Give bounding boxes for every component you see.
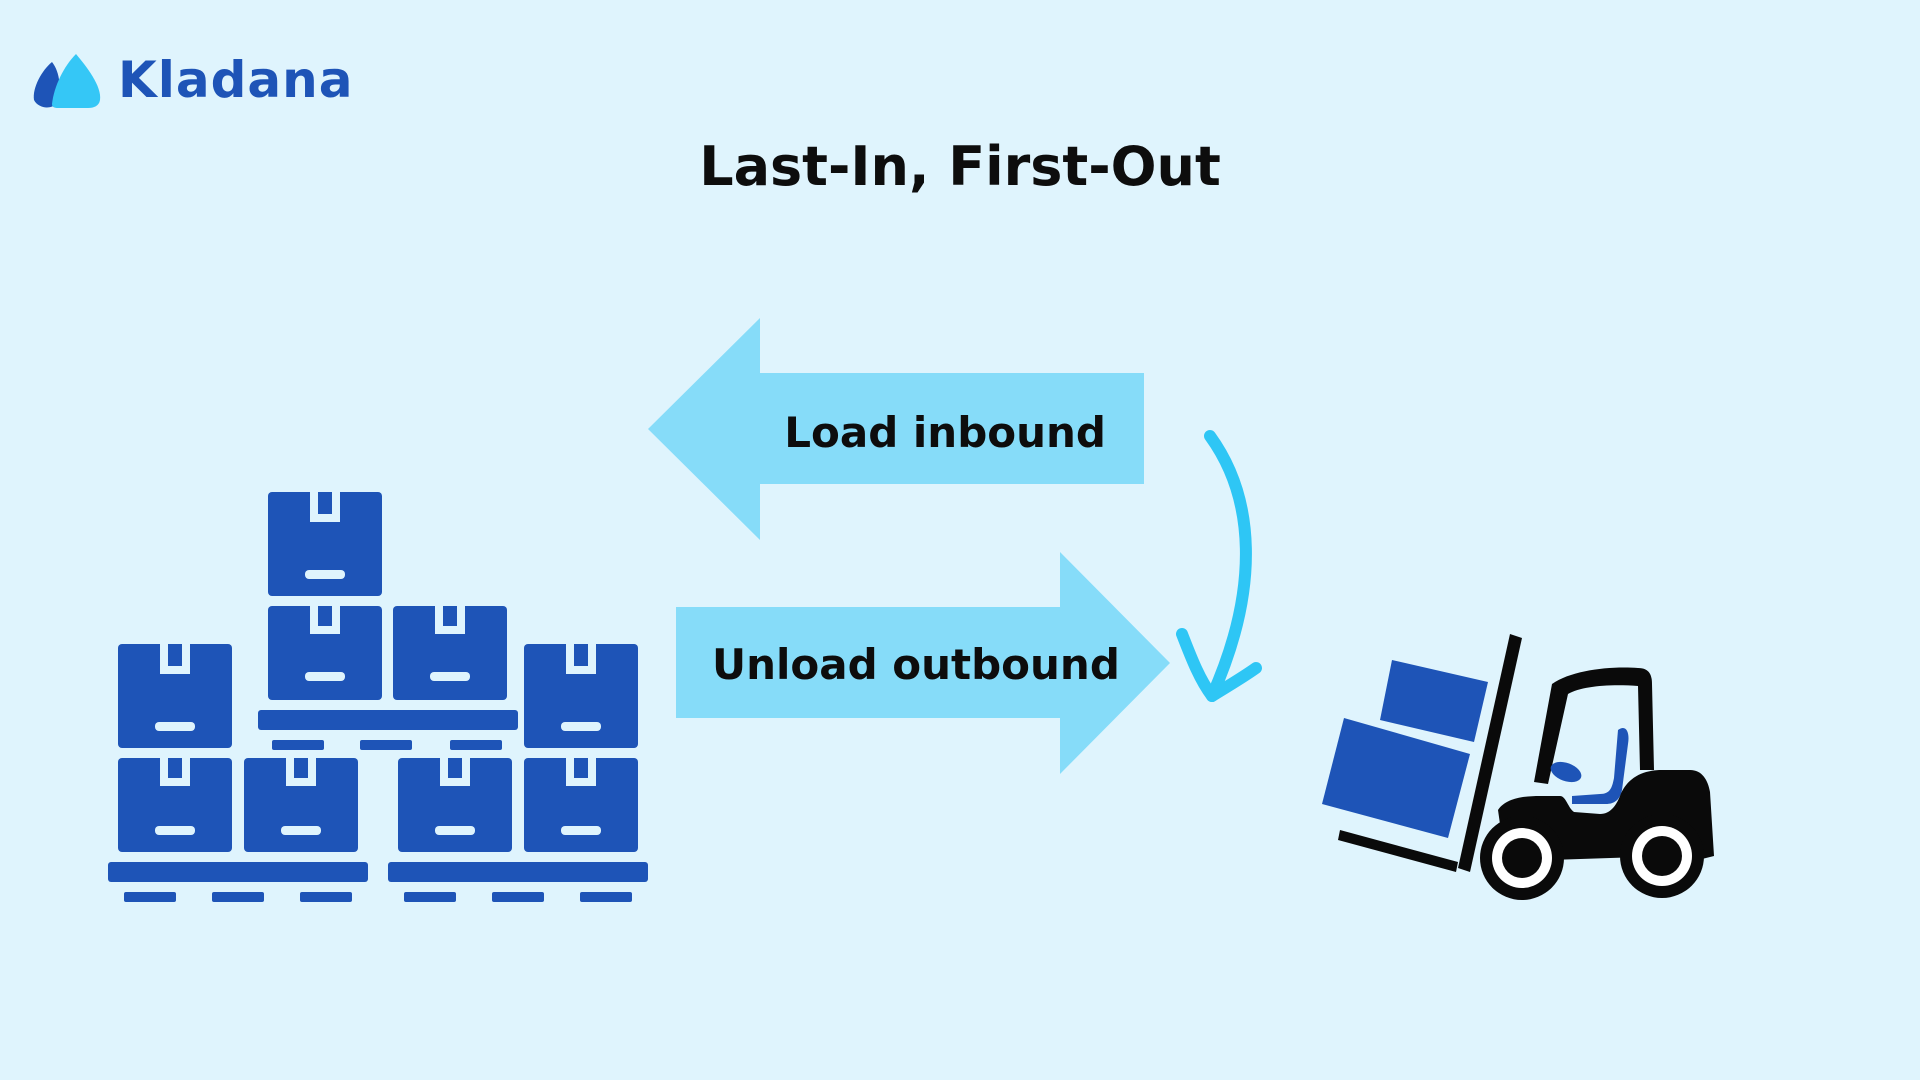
page-title: Last-In, First-Out (699, 135, 1221, 198)
brand-name: Kladana (118, 51, 354, 109)
load-inbound-label: Load inbound (784, 408, 1106, 457)
unload-outbound-label: Unload outbound (712, 640, 1120, 689)
right-arrow-shape (676, 552, 1170, 774)
forklift-icon (1322, 634, 1714, 900)
unload-outbound-arrow: Unload outbound (676, 552, 1170, 774)
drop-mountain-logo-icon (33, 54, 101, 108)
brand-logo: Kladana (30, 50, 354, 110)
pallet-boxes-icon (108, 492, 648, 902)
left-arrow-shape (648, 318, 1144, 540)
curved-arrow-icon (1176, 430, 1262, 702)
load-inbound-arrow: Load inbound (648, 318, 1144, 540)
